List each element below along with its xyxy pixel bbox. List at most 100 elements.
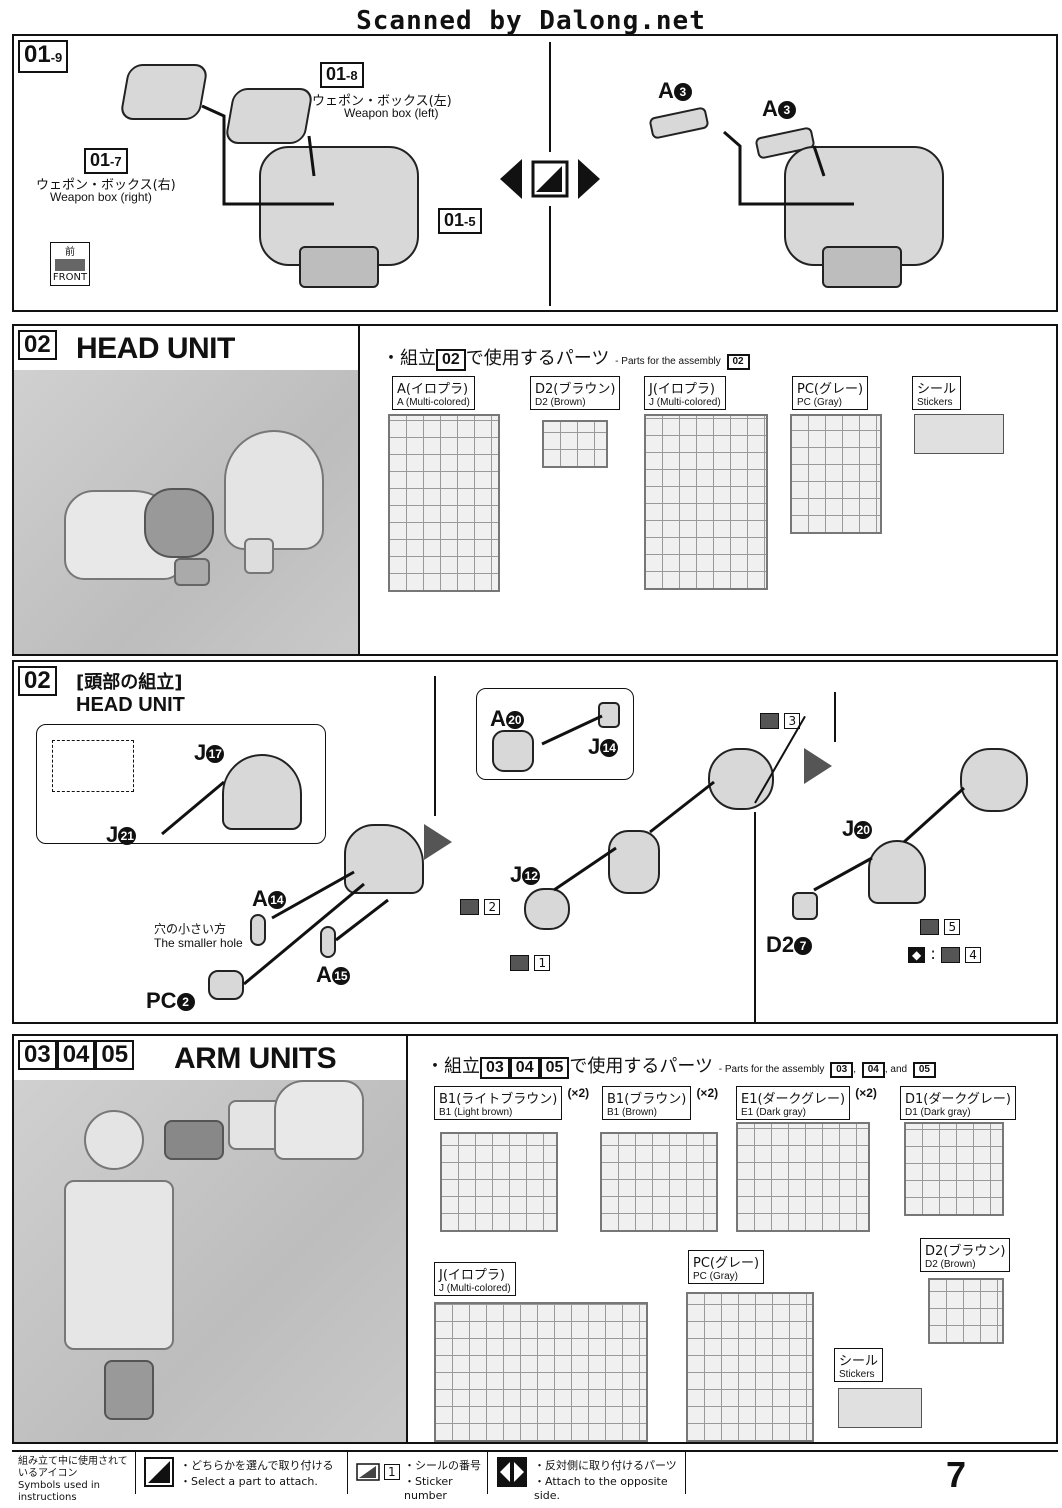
next-step-arrow-2 [804,748,832,784]
base-pedestal [299,246,379,288]
legend-sticker-number: 1 ・シールの番号 ・Sticker number [348,1452,488,1502]
runner-d2 [542,420,608,468]
detail-inset [36,724,326,844]
weapon-box-right-ref: 01-7 [84,148,128,174]
part-pc2 [208,970,244,1000]
arm-units-title: ARM UNITS [174,1042,337,1075]
sticker-sheet-arm [838,1388,922,1428]
select-part-icon [144,1457,174,1487]
sticker-1: ■ 1 [510,952,551,971]
runner-b1-light [440,1132,558,1232]
symbols-legend: 組み立て中に使用されているアイコン Symbols used in instru… [12,1450,1058,1503]
weapon-box-left-ref: 01-8 [320,62,364,88]
runner-j [644,414,768,590]
runner-a-title: A(イロプラ)A (Multi-colored) [392,376,475,410]
runner-d2-arm-title: D2(ブラウン)D2 (Brown) [920,1238,1011,1272]
sticker-icon [356,1463,380,1481]
opposite-side-icon [497,1457,527,1487]
head-step-number: 02 [18,330,57,360]
page-number: 7 [945,1454,966,1495]
runner-d2-title: D2(ブラウン)D2 (Brown) [530,376,621,410]
part-j17 [222,754,302,830]
next-step-arrow-1 [424,824,452,860]
weapon-box-right-jp: ウェポン・ボックス(右) [36,178,176,193]
runner-e1-title: E1(ダークグレー)E1 (Dark gray) (×2) [736,1086,877,1120]
sticker-3: ■ 3 [760,710,801,729]
front-icon: 前 FRONT [50,242,90,286]
runner-b1-brown-title: B1(ブラウン)B1 (Brown) (×2) [602,1086,718,1120]
runner-d1-title: D1(ダークグレー)D1 (Dark gray) [900,1086,1016,1120]
runner-pc-title: PC(グレー)PC (Gray) [792,376,869,410]
runner-j-arm-title: J(イロプラ)J (Multi-colored) [434,1262,516,1296]
detail-inset-2 [476,688,634,780]
part-a14 [250,914,266,946]
runner-d2-arm [928,1278,1004,1344]
runner-b1-light-title: B1(ライトブラウン)B1 (Light brown) (×2) [434,1086,589,1120]
weapon-box-right-en: Weapon box (right) [50,190,152,204]
legend-title: 組み立て中に使用されているアイコン Symbols used in instru… [12,1452,136,1503]
runner-pc-arm-title: PC(グレー)PC (Gray) [688,1250,765,1284]
runner-pc [790,414,882,534]
smaller-hole-jp: 穴の小さい方 [154,922,227,936]
part-j14 [598,702,620,728]
part-a15 [320,926,336,958]
section-divider-1 [434,676,436,816]
legend-opposite-side: ・反対側に取り付けるパーツ ・Attach to the opposite si… [488,1452,686,1502]
runner-pc-arm [686,1292,814,1442]
step-number: 01-9 [18,40,69,73]
arm-photo-divider [406,1036,408,1442]
base-ref: 01-5 [438,208,482,234]
watermark-text: Scanned by Dalong.net [356,6,706,36]
runner-j-title: J(イロプラ)J (Multi-colored) [644,376,726,410]
photo-divider [358,326,360,654]
section-divider-2 [834,692,836,742]
legend-select-part: ・どちらかを選んで取り付ける ・Select a part to attach. [136,1452,348,1494]
runner-a [388,414,500,592]
part-j12 [524,888,570,930]
head-assembly-title-en: HEAD UNIT [76,694,185,716]
head-assembly-arrows [161,714,966,986]
head-core-part [344,824,424,894]
vertical-divider [549,42,551,152]
weapon-box-left-en: Weapon box (left) [344,106,439,120]
alt-base-pedestal [822,246,902,288]
head-assembly-step-number: 02 [18,666,57,696]
head-final-part [960,748,1028,812]
runner-b1-brown [600,1132,718,1232]
part-d27 [792,892,818,920]
head-unit-photo [14,370,358,654]
runner-j-arm [434,1302,648,1442]
head-unit-title: HEAD UNIT [76,332,235,365]
section-divider-3 [754,812,756,1022]
sticker-5: ■ 5 [920,916,961,935]
step-01-9-frame: 01-9 01-8 ウェポン・ボックス(左) Weapon box (left)… [12,34,1058,312]
head-assembly-title-jp: [頭部の組立] [76,672,183,693]
select-one-icon [500,154,600,204]
weapon-box-left-jp: ウェポン・ボックス(左) [312,94,452,109]
part-j20 [868,840,926,904]
sticker-2: ■ 2 [460,896,501,915]
head-face-part [608,830,660,894]
arm-units-photo [14,1080,406,1442]
antenna-detail-box [52,740,134,792]
part-a20 [492,730,534,772]
vertical-divider-lower [549,206,551,306]
